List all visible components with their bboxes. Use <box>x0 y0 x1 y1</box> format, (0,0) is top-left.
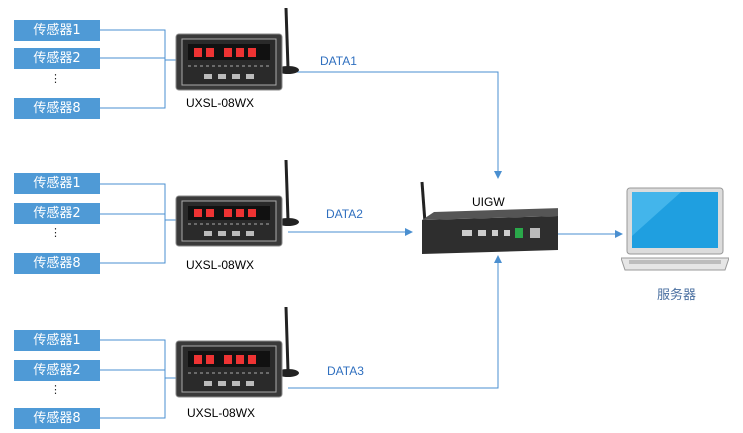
server-label: 服务器 <box>657 288 697 303</box>
ellipsis-dots: ⋮ <box>50 383 61 396</box>
data-label: DATA3 <box>327 364 364 378</box>
sensor-box: 传感器1 <box>14 20 100 41</box>
sensor-box: 传感器8 <box>14 253 100 274</box>
laptop-icon <box>621 187 729 271</box>
sensor-bracket-2 <box>100 183 166 264</box>
sensor-box: 传感器2 <box>14 360 100 381</box>
sensor-box: 传感器2 <box>14 203 100 224</box>
sensor-bracket-1 <box>100 29 166 109</box>
data3-link <box>288 255 502 389</box>
ellipsis-dots: ⋮ <box>50 72 61 85</box>
gateway-device-icon <box>420 181 558 254</box>
sensor-box: 传感器1 <box>14 330 100 351</box>
device-label: UXSL-08WX <box>187 406 256 420</box>
sensor-box: 传感器1 <box>14 173 100 194</box>
data-label: DATA1 <box>320 54 357 68</box>
device-label: UXSL-08WX <box>186 96 255 110</box>
gateway-label: UIGW <box>472 195 505 209</box>
uxsl-device-icon <box>175 159 299 247</box>
device-label: UXSL-08WX <box>186 258 255 272</box>
ellipsis-dots: ⋮ <box>50 226 61 239</box>
sensor-box: 传感器8 <box>14 408 100 429</box>
uxsl-device-icon <box>175 306 299 398</box>
data-label: DATA2 <box>326 207 363 221</box>
sensor-box: 传感器2 <box>14 48 100 69</box>
sensor-bracket-3 <box>100 339 166 419</box>
uxsl-device-icon <box>175 7 299 91</box>
sensor-box: 传感器8 <box>14 98 100 119</box>
data1-link <box>288 71 502 179</box>
